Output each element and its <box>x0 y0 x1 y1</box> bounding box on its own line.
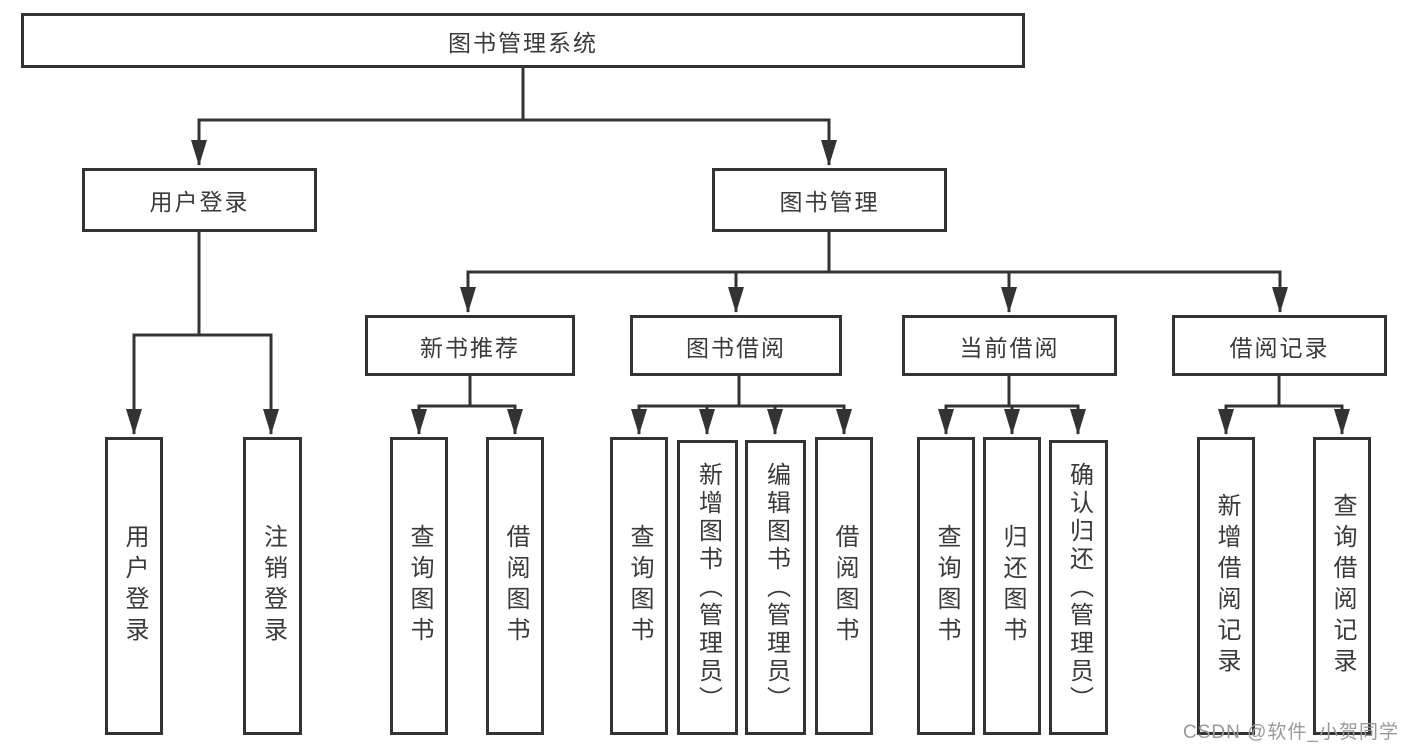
node-book-mgmt: 图书管理 <box>712 168 947 232</box>
csdn-watermark: CSDN @软件_小贺同学 <box>1183 722 1399 743</box>
leaf-edit-book-admin-label: 编辑图书（管理员） <box>762 461 790 714</box>
leaf-query-book-1: 查询图书 <box>390 437 448 735</box>
leaf-borrow-book-2: 借阅图书 <box>815 437 873 735</box>
node-current-borrow: 当前借阅 <box>902 315 1117 376</box>
node-current-borrow-label: 当前借阅 <box>959 334 1060 361</box>
node-user-login: 用户登录 <box>82 168 317 232</box>
leaf-borrow-book-1: 借阅图书 <box>486 437 544 735</box>
node-borrow-record: 借阅记录 <box>1172 315 1387 376</box>
leaf-confirm-return-admin: 确认归还（管理员） <box>1049 440 1108 735</box>
leaf-query-borrow-record: 查询借阅记录 <box>1313 437 1371 735</box>
leaf-add-book-admin-label: 新增图书（管理员） <box>694 461 722 714</box>
leaf-borrow-book-2-label: 借阅图书 <box>831 524 858 648</box>
node-borrow-record-label: 借阅记录 <box>1229 334 1330 361</box>
node-user-login-label: 用户登录 <box>149 189 250 215</box>
node-book-borrow-label: 图书借阅 <box>686 334 786 361</box>
node-book-borrow: 图书借阅 <box>630 315 842 376</box>
node-new-book-rec-label: 新书推荐 <box>420 334 520 361</box>
leaf-logout: 注销登录 <box>243 437 302 735</box>
leaf-return-book: 归还图书 <box>983 437 1041 735</box>
leaf-return-book-label: 归还图书 <box>999 524 1026 648</box>
node-root: 图书管理系统 <box>21 13 1025 68</box>
leaf-query-book-2: 查询图书 <box>610 437 668 735</box>
leaf-query-book-3-label: 查询图书 <box>933 524 960 648</box>
leaf-user-login: 用户登录 <box>105 437 163 735</box>
leaf-borrow-book-1-label: 借阅图书 <box>502 524 529 648</box>
node-book-mgmt-label: 图书管理 <box>779 189 880 215</box>
leaf-add-book-admin: 新增图书（管理员） <box>677 440 738 735</box>
leaf-confirm-return-admin-label: 确认归还（管理员） <box>1065 461 1093 714</box>
leaf-query-book-1-label: 查询图书 <box>406 524 433 648</box>
leaf-query-book-3: 查询图书 <box>917 437 975 735</box>
leaf-query-book-2-label: 查询图书 <box>626 524 653 648</box>
leaf-edit-book-admin: 编辑图书（管理员） <box>745 440 806 735</box>
leaf-add-borrow-record-label: 新增借阅记录 <box>1213 493 1240 679</box>
leaf-query-borrow-record-label: 查询借阅记录 <box>1329 493 1356 679</box>
node-new-book-rec: 新书推荐 <box>365 315 575 376</box>
leaf-user-login-label: 用户登录 <box>121 524 148 648</box>
leaf-logout-label: 注销登录 <box>259 524 287 648</box>
node-root-label: 图书管理系统 <box>448 29 598 56</box>
leaf-add-borrow-record: 新增借阅记录 <box>1197 437 1255 735</box>
